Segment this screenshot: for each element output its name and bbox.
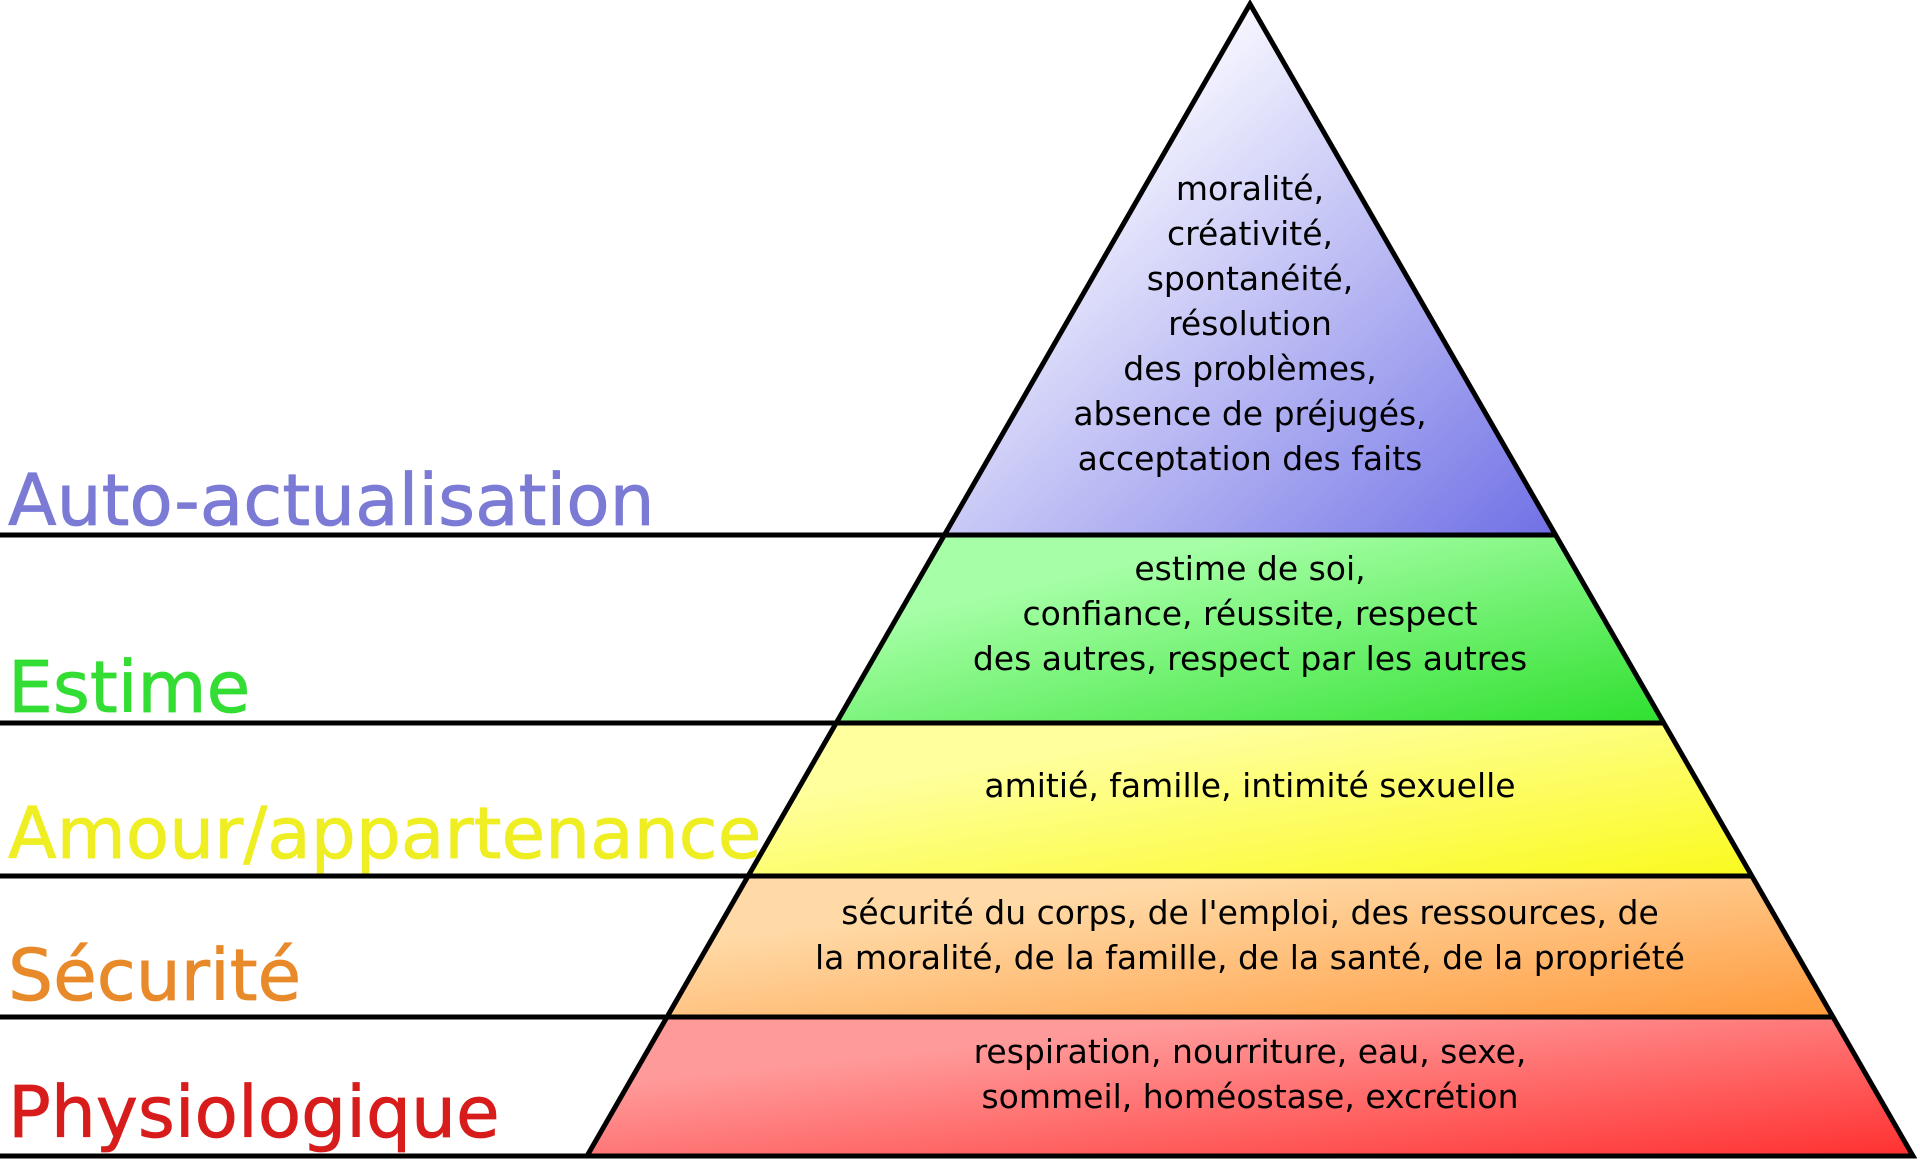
level-name-esteem: Estime (8, 646, 250, 729)
level-description-physiological: respiration, nourriture, eau, sexe, (974, 1032, 1527, 1071)
level-description-esteem: des autres, respect par les autres (973, 639, 1527, 678)
pyramid-tier-self-actualization (944, 4, 1556, 535)
pyramid-tier-safety (666, 876, 1834, 1017)
level-description-esteem: confiance, réussite, respect (1022, 594, 1477, 633)
level-name-love-belonging: Amour/appartenance (8, 792, 761, 875)
level-description-self-actualization: spontanéité, (1147, 259, 1354, 298)
level-description-self-actualization: créativité, (1167, 214, 1333, 253)
level-name-self-actualization: Auto-actualisation (8, 459, 655, 542)
level-name-safety: Sécurité (8, 934, 301, 1017)
level-description-self-actualization: des problèmes, (1123, 349, 1376, 388)
pyramid-tier-love-belonging (748, 723, 1752, 876)
level-description-love-belonging: amitié, famille, intimité sexuelle (984, 766, 1515, 805)
level-description-self-actualization: absence de préjugés, (1073, 394, 1426, 433)
pyramid-tier-esteem (836, 535, 1664, 723)
level-name-physiological: Physiologique (8, 1071, 500, 1154)
level-description-self-actualization: moralité, (1176, 169, 1324, 208)
pyramid-tier-physiological (587, 1017, 1913, 1156)
level-description-self-actualization: résolution (1168, 304, 1332, 343)
pyramid-outline (582, 0, 1918, 1159)
level-description-safety: sécurité du corps, de l'emploi, des ress… (841, 893, 1659, 932)
level-description-self-actualization: acceptation des faits (1078, 439, 1423, 478)
level-description-esteem: estime de soi, (1134, 549, 1365, 588)
level-description-physiological: sommeil, homéostase, excrétion (981, 1077, 1518, 1116)
level-description-safety: la moralité, de la famille, de la santé,… (815, 938, 1685, 977)
